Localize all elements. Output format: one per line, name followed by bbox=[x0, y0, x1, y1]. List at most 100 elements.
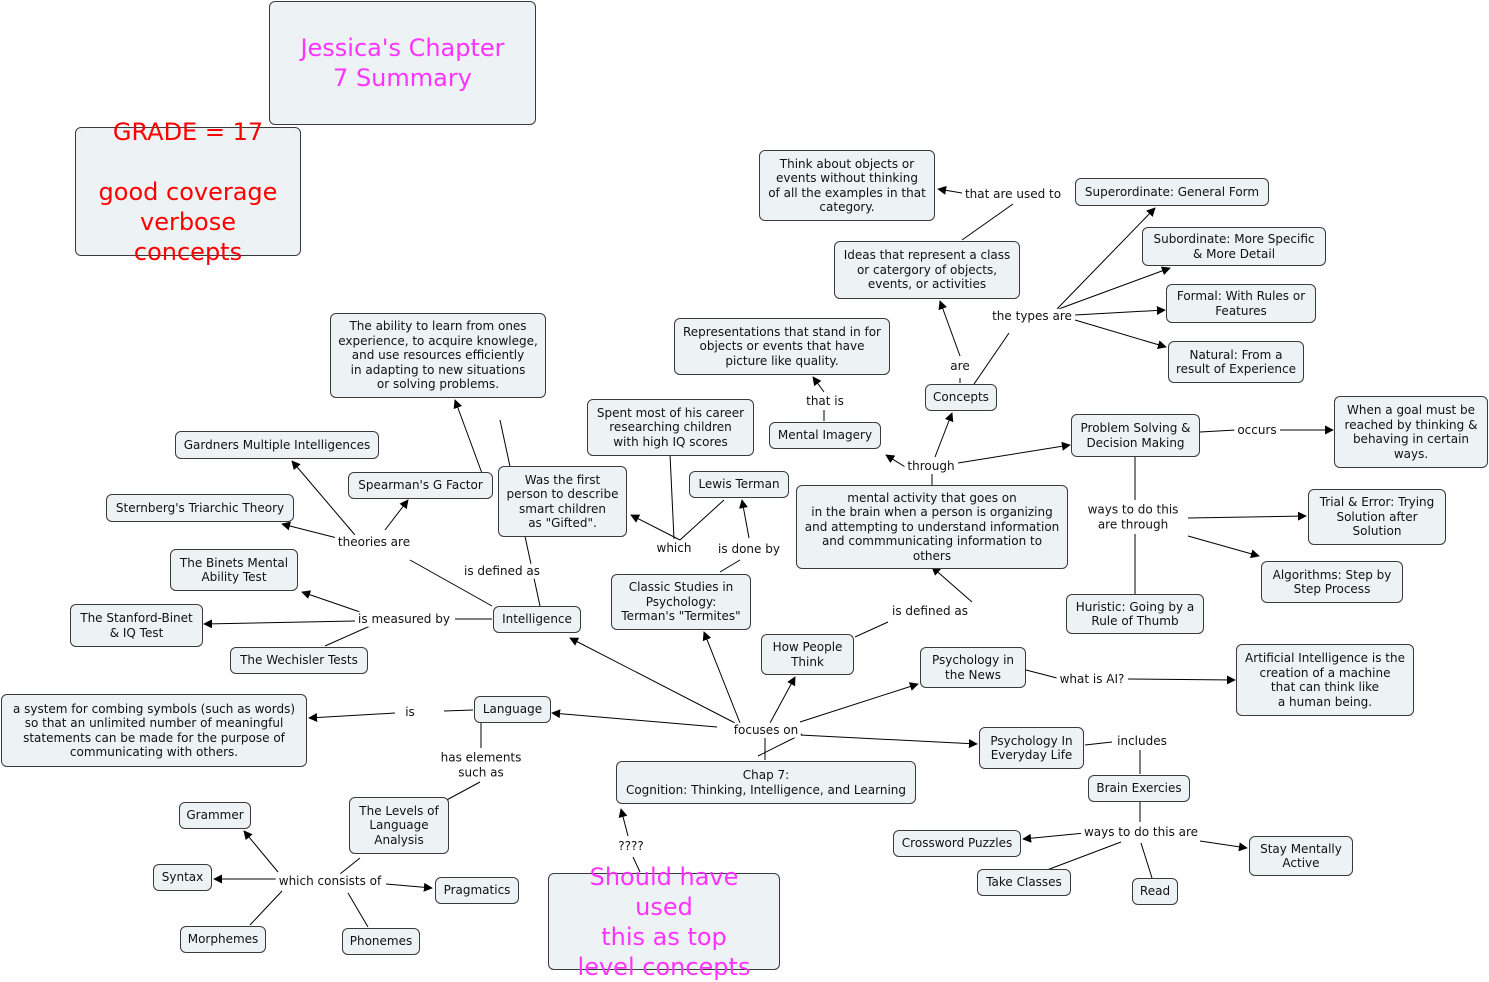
link-ways-brain-exercises: ways to do this are bbox=[1080, 824, 1202, 840]
node-ai-definition[interactable]: Artificial Intelligence is the creation … bbox=[1236, 644, 1414, 716]
link-line bbox=[934, 412, 954, 458]
link-through: through bbox=[904, 458, 958, 474]
link-line bbox=[249, 890, 283, 926]
link-occurs: occurs bbox=[1234, 422, 1280, 438]
link-line bbox=[702, 631, 741, 724]
node-psych-news[interactable]: Psychology in the News bbox=[920, 647, 1026, 688]
link-line bbox=[1140, 842, 1153, 879]
link-line bbox=[1199, 840, 1248, 852]
node-heuristic[interactable]: Huristic: Going by a Rule of Thumb bbox=[1066, 594, 1204, 634]
link-line bbox=[632, 856, 641, 873]
node-lewis-terman[interactable]: Lewis Terman bbox=[689, 471, 789, 498]
link-line bbox=[854, 621, 889, 638]
link-focuses-on: focuses on bbox=[730, 722, 802, 738]
link-line bbox=[409, 559, 493, 607]
node-intelligence[interactable]: Intelligence bbox=[493, 606, 581, 633]
node-subordinate[interactable]: Subordinate: More Specific & More Detail bbox=[1142, 227, 1326, 266]
node-stanford-binet[interactable]: The Stanford-Binet & IQ Test bbox=[70, 604, 203, 647]
node-ability[interactable]: The ability to learn from ones experienc… bbox=[330, 313, 546, 398]
node-crossword[interactable]: Crossword Puzzles bbox=[893, 830, 1021, 857]
link-line bbox=[1187, 511, 1307, 521]
node-spent-career[interactable]: Spent most of his career researching chi… bbox=[587, 399, 754, 456]
node-formal[interactable]: Formal: With Rules or Features bbox=[1166, 284, 1316, 323]
link-question-marks: ???? bbox=[615, 838, 647, 854]
node-syntax[interactable]: Syntax bbox=[153, 864, 212, 891]
node-wechsler[interactable]: The Wechisler Tests bbox=[230, 647, 368, 674]
link-which: which bbox=[653, 540, 695, 556]
node-levels-language[interactable]: The Levels of Language Analysis bbox=[349, 797, 449, 854]
link-line bbox=[281, 521, 346, 541]
link-that-is: that is bbox=[803, 393, 847, 409]
node-trial-error[interactable]: Trial & Error: Trying Solution after Sol… bbox=[1308, 489, 1446, 545]
link-is-defined-as-intelligence: is defined as bbox=[461, 563, 543, 579]
link-line bbox=[308, 712, 396, 723]
link-line bbox=[618, 808, 629, 837]
node-binets[interactable]: The Binets Mental Ability Test bbox=[170, 549, 298, 591]
node-mental-imagery[interactable]: Mental Imagery bbox=[769, 422, 881, 449]
node-spearman[interactable]: Spearman's G Factor bbox=[348, 472, 493, 499]
link-line bbox=[1074, 305, 1166, 316]
link-line bbox=[719, 559, 741, 573]
node-grammer[interactable]: Grammer bbox=[179, 802, 251, 829]
link-line bbox=[443, 709, 474, 712]
node-stay-active[interactable]: Stay Mentally Active bbox=[1249, 836, 1353, 876]
node-algorithms[interactable]: Algorithms: Step by Step Process bbox=[1261, 561, 1403, 603]
link-ways-problem-solving: ways to do this are through bbox=[1084, 502, 1182, 532]
link-line bbox=[347, 892, 369, 928]
node-superordinate[interactable]: Superordinate: General Form bbox=[1075, 178, 1269, 206]
link-line bbox=[339, 857, 361, 875]
grade-box[interactable]: GRADE = 17 good coverage verbose concept… bbox=[75, 118, 301, 266]
link-that-are-used-to: that are used to bbox=[961, 186, 1065, 202]
link-has-elements: has elements such as bbox=[437, 750, 525, 780]
link-line bbox=[243, 830, 279, 873]
link-lines bbox=[203, 185, 1334, 928]
node-classic-studies[interactable]: Classic Studies in Psychology: Terman's … bbox=[611, 574, 751, 630]
link-line bbox=[384, 499, 409, 531]
link-is-defined-as-thinking: is defined as bbox=[889, 603, 971, 619]
node-sternberg[interactable]: Sternberg's Triarchic Theory bbox=[106, 494, 294, 522]
node-think-about[interactable]: Think about objects or events without th… bbox=[759, 150, 935, 221]
title-box[interactable]: Jessica's Chapter 7 Summary bbox=[269, 1, 536, 125]
node-morphemes[interactable]: Morphemes bbox=[180, 926, 266, 953]
top-level-note[interactable]: Should have used this as top level conce… bbox=[548, 863, 780, 981]
link-line bbox=[291, 460, 356, 536]
link-is: is bbox=[402, 704, 418, 720]
node-gardner[interactable]: Gardners Multiple Intelligences bbox=[175, 431, 379, 459]
link-line bbox=[1187, 535, 1260, 559]
node-natural[interactable]: Natural: From a result of Experience bbox=[1168, 341, 1304, 383]
node-how-people-think[interactable]: How People Think bbox=[761, 634, 854, 675]
node-take-classes[interactable]: Take Classes bbox=[977, 869, 1071, 896]
node-concepts[interactable]: Concepts bbox=[925, 384, 997, 411]
node-ideas[interactable]: Ideas that represent a class or catergor… bbox=[834, 241, 1020, 299]
node-chap7[interactable]: Chap 7: Cognition: Thinking, Intelligenc… bbox=[616, 761, 916, 804]
link-line bbox=[1055, 207, 1156, 311]
link-line bbox=[769, 676, 796, 724]
node-problem-solving[interactable]: Problem Solving & Decision Making bbox=[1071, 414, 1200, 457]
link-are: are bbox=[947, 358, 973, 374]
link-line bbox=[971, 332, 1010, 388]
link-line bbox=[937, 185, 963, 195]
link-is-done-by: is done by bbox=[715, 541, 783, 557]
node-goal[interactable]: When a goal must be reached by thinking … bbox=[1334, 396, 1488, 468]
link-line bbox=[679, 499, 725, 541]
node-pragmatics[interactable]: Pragmatics bbox=[435, 877, 519, 904]
link-includes: includes bbox=[1114, 733, 1170, 749]
link-line bbox=[961, 203, 1014, 241]
node-psych-everyday[interactable]: Psychology In Everyday Life bbox=[979, 727, 1084, 769]
link-line bbox=[799, 734, 978, 749]
link-line bbox=[938, 300, 961, 357]
link-the-types-are: the types are bbox=[989, 308, 1075, 324]
node-language-system[interactable]: a system for combing symbols (such as wo… bbox=[1, 694, 307, 767]
node-phonemes[interactable]: Phonemes bbox=[342, 928, 420, 955]
node-representations[interactable]: Representations that stand in for object… bbox=[674, 318, 890, 375]
link-line bbox=[931, 566, 973, 603]
node-read[interactable]: Read bbox=[1132, 878, 1178, 905]
node-language[interactable]: Language bbox=[474, 696, 551, 723]
node-first-person[interactable]: Was the first person to describe smart c… bbox=[498, 466, 627, 537]
link-line bbox=[1022, 832, 1086, 843]
link-line bbox=[799, 682, 919, 723]
link-line bbox=[1055, 266, 1171, 311]
node-mental-activity[interactable]: mental activity that goes on in the brai… bbox=[796, 485, 1068, 569]
node-brain-exercises[interactable]: Brain Exercies bbox=[1088, 775, 1190, 802]
